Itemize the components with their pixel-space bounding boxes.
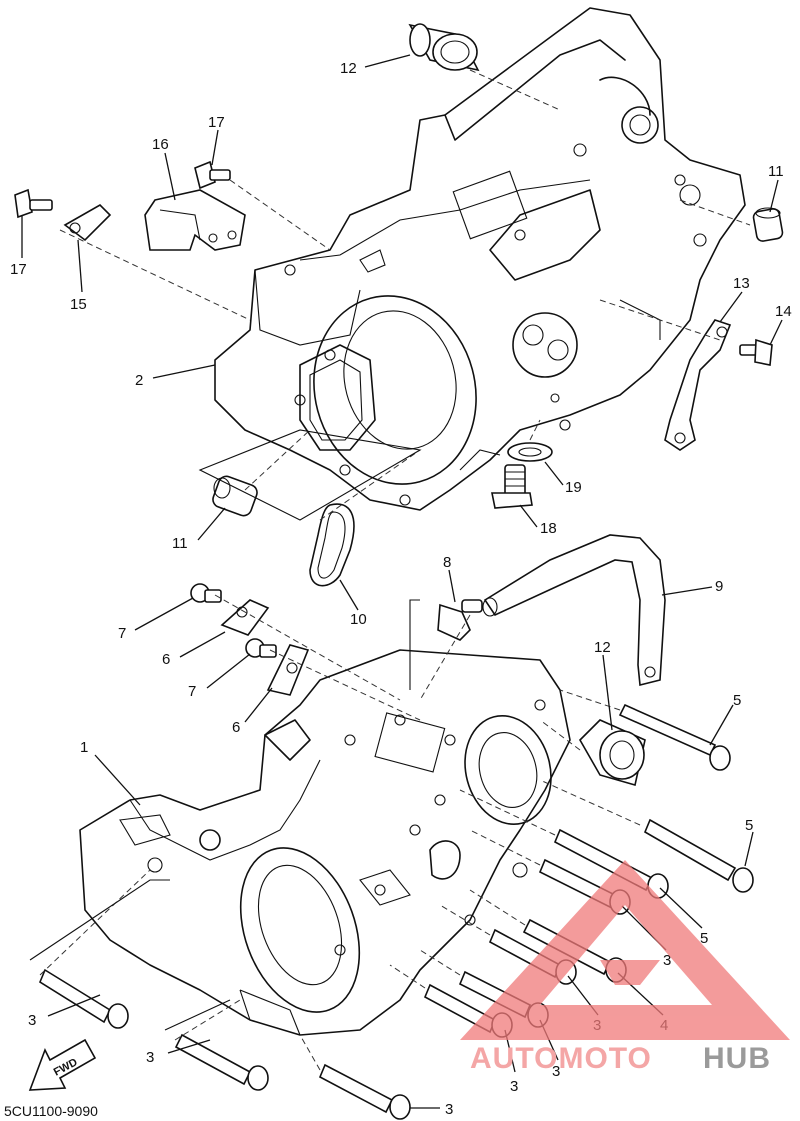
callout-5: 5 [745,817,753,834]
callout-5: 5 [733,692,741,709]
callout-3: 3 [510,1078,518,1095]
assembly-lines [29,69,751,1071]
callout-17: 17 [208,114,225,131]
bracket-part-16 [144,189,246,251]
callout-11: 11 [768,163,784,180]
callout-3: 3 [28,1012,36,1029]
callout-18: 18 [540,520,557,537]
callout-14: 14 [775,303,792,320]
plate-part-15 [63,204,112,242]
bushing-part-12-upper [408,23,480,72]
watermark-logo-icon [460,860,790,1040]
callout-6: 6 [232,719,240,736]
callout-16: 16 [152,136,169,153]
bushing-part-11-a [752,207,784,242]
bolt-part-17-a [194,160,231,190]
gasket-part-19 [507,442,553,462]
plate-part-6-a [220,599,270,636]
watermark-text-right: HUB [703,1042,771,1075]
bolt-part-3-g [318,1063,411,1120]
callout-3: 3 [445,1101,453,1118]
crankcase-right-part-2 [214,7,746,511]
callout-11: 11 [172,535,188,552]
pipe-part-9 [482,534,666,687]
callout-8: 8 [443,554,451,571]
fitting-part-8 [437,599,483,641]
bolt-part-7-b [245,638,277,658]
callout-17: 17 [10,261,27,278]
bolt-part-17-b [14,188,53,219]
callout-5: 5 [700,930,708,947]
callout-7: 7 [118,625,126,642]
bolt-part-5-a [618,703,731,771]
callout-10: 10 [350,611,367,628]
o-ring-part-10 [309,503,355,587]
fwd-arrow-icon: FWD [28,1038,97,1091]
callout-9: 9 [715,578,723,595]
bolt-part-5-b [643,818,754,893]
callout-7: 7 [188,683,196,700]
callout-3: 3 [552,1063,560,1080]
bolt-part-14 [739,338,773,366]
callout-12: 12 [594,639,611,656]
callout-2: 2 [135,372,143,389]
part-callouts: 12 17 16 17 15 11 13 14 2 19 18 11 10 8 … [10,60,792,1118]
bushing-part-12-lower [579,719,646,787]
bolt-part-7-a [190,583,222,603]
callout-15: 15 [70,296,87,313]
bolt-part-3-e [39,968,129,1029]
callout-3: 3 [146,1049,154,1066]
callout-3: 3 [663,952,671,969]
crankcase-left-part-1 [79,649,571,1036]
bracket-part-13 [664,319,732,451]
callout-6: 6 [162,651,170,668]
watermark-text-left: AUTOMOTO [470,1042,652,1075]
bolt-part-3-f [174,1033,269,1091]
diagram-code: 5CU1100-9090 [4,1103,98,1119]
bushing-part-11-b [212,475,258,517]
plate-part-6-b [266,644,310,696]
callout-19: 19 [565,479,582,496]
callout-13: 13 [733,275,750,292]
drain-bolt-part-18 [491,464,533,509]
callout-1: 1 [80,739,88,756]
callout-12: 12 [340,60,357,77]
